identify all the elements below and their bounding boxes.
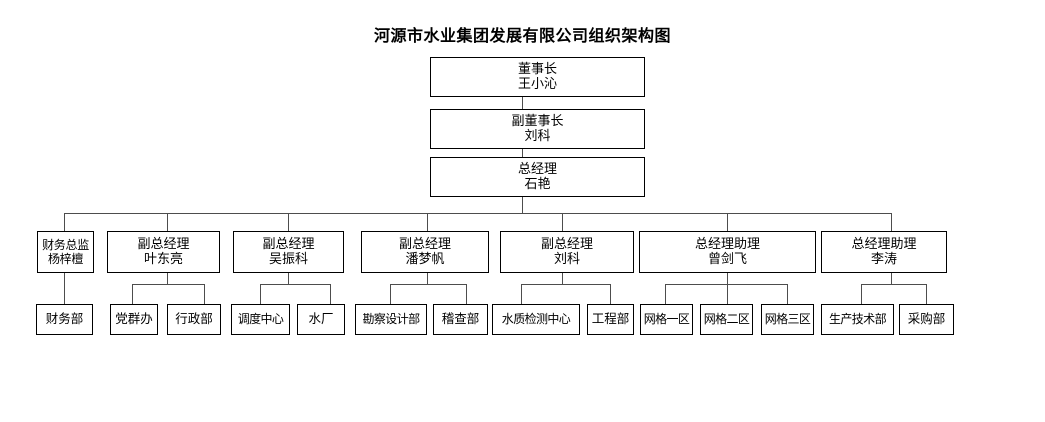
edge-bus-drop-vgm1 [167,213,168,231]
edge-vgm2-drop [288,273,289,284]
org-node-dep-eng[interactable]: 工程部 [587,304,634,335]
org-node-dep-finance[interactable]: 财务部 [36,304,93,335]
org-node-dep-audit[interactable]: 稽查部 [433,304,488,335]
org-node-cfo-name: 杨梓檀 [47,252,84,266]
org-node-dep-purchase[interactable]: 采购部 [899,304,954,335]
org-node-dep-admin-title: 行政部 [175,311,213,327]
edge-asst2-drop [891,273,892,284]
org-node-dep-survey-title: 勘察设计部 [362,312,420,327]
org-node-asst2-title: 总经理助理 [851,236,917,252]
edge-vgm4-bus [521,284,610,285]
org-node-vgm3[interactable]: 副总经理 潘梦帆 [361,231,489,273]
edge-vgm3-bus [390,284,466,285]
edge-asst2-bus [861,284,926,285]
edge-chairman-vicechair [522,97,523,109]
org-node-gm-name: 石艳 [524,177,551,192]
org-node-chairman-title: 董事长 [517,61,557,77]
org-node-dep-quality[interactable]: 水质检测中心 [492,304,580,335]
edge-asst2-prodtech [861,284,862,304]
org-node-vgm4[interactable]: 副总经理 刘科 [500,231,634,273]
edge-vgm4-eng [610,284,611,304]
edge-vicechair-gm [522,149,523,157]
org-node-cfo-title: 财务总监 [42,237,89,252]
org-node-asst2[interactable]: 总经理助理 李涛 [821,231,947,273]
edge-vgm2-bus [260,284,330,285]
org-node-vgm1-title: 副总经理 [137,236,190,252]
edge-asst1-grid2 [727,284,728,304]
org-node-dep-grid2[interactable]: 网格二区 [700,304,753,335]
edge-asst1-drop [727,273,728,284]
edge-bus-drop-cfo [64,213,65,231]
org-node-dep-dispatch[interactable]: 调度中心 [231,304,290,335]
edge-vgm3-drop [427,273,428,284]
edge-vgm2-dispatch [260,284,261,304]
org-node-asst1-title: 总经理助理 [694,236,760,252]
org-node-dep-prodtech[interactable]: 生产技术部 [821,304,894,335]
org-node-vgm1[interactable]: 副总经理 叶东亮 [107,231,220,273]
edge-vgm1-party [132,284,133,304]
org-node-vgm4-name: 刘科 [553,252,580,267]
org-node-chairman-name: 王小沁 [517,77,557,92]
edge-asst2-purchase [926,284,927,304]
edge-vgm1-drop [167,273,168,284]
org-node-dep-quality-title: 水质检测中心 [501,312,571,327]
org-node-vgm4-title: 副总经理 [540,236,593,252]
org-node-vgm2[interactable]: 副总经理 吴振科 [233,231,344,273]
org-node-dep-eng-title: 工程部 [591,311,630,327]
org-node-dep-dispatch-title: 调度中心 [237,312,284,327]
org-node-asst1-name: 曾剑飞 [707,252,747,267]
org-node-vgm2-title: 副总经理 [262,236,315,252]
edge-asst1-grid3 [787,284,788,304]
org-node-vgm1-name: 叶东亮 [143,252,183,267]
org-node-cfo[interactable]: 财务总监 杨梓檀 [37,231,94,273]
edge-vgm4-quality [521,284,522,304]
org-node-vicechair-title: 副董事长 [511,113,564,129]
org-node-dep-grid3[interactable]: 网格三区 [761,304,814,335]
edge-vgm2-plant [330,284,331,304]
org-node-dep-grid3-title: 网格三区 [764,312,811,327]
edge-vgm3-survey [390,284,391,304]
org-node-asst1[interactable]: 总经理助理 曾剑飞 [639,231,816,273]
org-node-dep-party-title: 党群办 [115,311,153,327]
edge-bus-drop-asst2 [891,213,892,231]
page-title: 河源市水业集团发展有限公司组织架构图 [373,26,671,45]
org-node-dep-admin[interactable]: 行政部 [167,304,221,335]
org-node-dep-plant[interactable]: 水厂 [297,304,345,335]
org-node-dep-audit-title: 稽查部 [441,311,480,327]
org-node-dep-survey[interactable]: 勘察设计部 [355,304,427,335]
org-node-asst2-name: 李涛 [870,252,897,267]
edge-vgm1-admin [204,284,205,304]
edge-gm-bus-horizontal [64,213,892,214]
org-node-dep-purchase-title: 采购部 [907,311,946,327]
edge-asst1-grid1 [665,284,666,304]
org-node-vgm2-name: 吴振科 [268,252,308,267]
edge-bus-drop-vgm3 [427,213,428,231]
org-node-dep-plant-title: 水厂 [308,311,334,327]
org-node-gm[interactable]: 总经理 石艳 [430,157,645,197]
edge-bus-drop-vgm2 [288,213,289,231]
org-node-vicechair[interactable]: 副董事长 刘科 [430,109,645,149]
org-node-dep-party[interactable]: 党群办 [110,304,158,335]
org-node-gm-title: 总经理 [517,161,557,177]
org-node-dep-finance-title: 财务部 [45,311,84,327]
edge-cfo-finance [64,273,65,304]
edge-vgm1-bus [132,284,204,285]
org-node-dep-grid2-title: 网格二区 [703,312,750,327]
edge-vgm4-drop [562,273,563,284]
edge-vgm3-audit [466,284,467,304]
edge-gm-bus-drop [522,197,523,213]
org-node-vicechair-name: 刘科 [524,129,551,144]
org-node-vgm3-title: 副总经理 [398,236,451,252]
edge-bus-drop-vgm4 [562,213,563,231]
org-node-vgm3-name: 潘梦帆 [405,252,445,267]
edge-bus-drop-asst1 [727,213,728,231]
org-node-dep-grid1[interactable]: 网格一区 [640,304,693,335]
org-node-chairman[interactable]: 董事长 王小沁 [430,57,645,97]
org-node-dep-prodtech-title: 生产技术部 [828,312,887,327]
edge-asst1-bus [665,284,787,285]
org-node-dep-grid1-title: 网格一区 [643,312,690,327]
